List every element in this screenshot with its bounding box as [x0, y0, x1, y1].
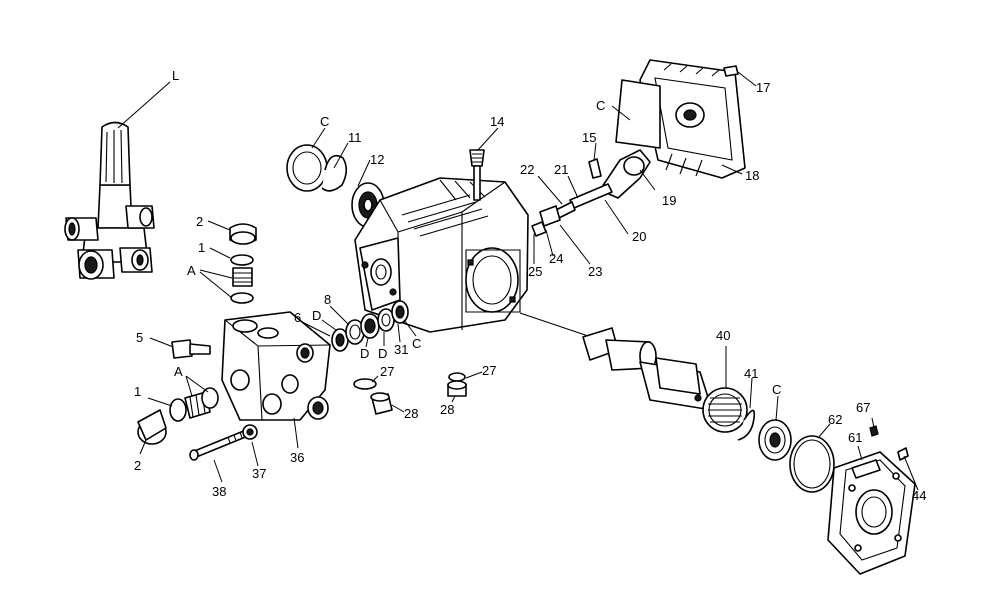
drain-plug	[447, 372, 467, 397]
label-28a: 28	[404, 406, 418, 421]
label-61: 61	[848, 430, 862, 445]
side-plug	[353, 378, 393, 415]
label-d1: D	[312, 308, 321, 323]
manifold-top-fittings	[229, 223, 257, 304]
label-L: L	[172, 68, 179, 83]
mounting-flange	[827, 451, 916, 575]
crankshaft	[519, 312, 713, 411]
main-bearing	[702, 387, 748, 433]
unloader-valve	[64, 121, 155, 280]
label-22: 22	[520, 162, 534, 177]
label-36: 36	[290, 450, 304, 465]
label-25: 25	[528, 264, 542, 279]
manifold-head	[221, 311, 331, 421]
label-c-top: C	[320, 114, 329, 129]
label-21: 21	[554, 162, 568, 177]
seal-kit	[331, 300, 409, 352]
flange-o-ring	[789, 435, 835, 493]
label-19: 19	[662, 193, 676, 208]
connecting-rod	[531, 149, 651, 237]
oil-seal	[758, 419, 792, 461]
label-40: 40	[716, 328, 730, 343]
label-6: 6	[294, 310, 301, 325]
label-15: 15	[582, 130, 596, 145]
label-1-top: 1	[198, 240, 205, 255]
label-a-top: A	[187, 263, 196, 278]
label-67: 67	[856, 400, 870, 415]
label-8: 8	[324, 292, 331, 307]
label-12: 12	[370, 152, 384, 167]
rear-cover	[615, 59, 746, 179]
label-1-low: 1	[134, 384, 141, 399]
label-2-low: 2	[134, 458, 141, 473]
label-2-top: 2	[196, 214, 203, 229]
label-d3: D	[378, 346, 387, 361]
label-c-seal: C	[412, 336, 421, 351]
long-bolt	[189, 424, 258, 461]
label-20: 20	[632, 229, 646, 244]
label-23: 23	[588, 264, 602, 279]
label-37: 37	[252, 466, 266, 481]
label-14: 14	[490, 114, 504, 129]
label-28b: 28	[440, 402, 454, 417]
label-17: 17	[756, 80, 770, 95]
label-a-low: A	[174, 364, 183, 379]
label-62: 62	[828, 412, 842, 427]
label-c-right: C	[772, 382, 781, 397]
label-41: 41	[744, 366, 758, 381]
label-d2: D	[360, 346, 369, 361]
label-27a: 27	[380, 364, 394, 379]
label-18: 18	[745, 168, 759, 183]
label-44: 44	[912, 488, 926, 503]
label-24: 24	[549, 251, 563, 266]
lower-fittings	[137, 387, 219, 445]
label-31: 31	[394, 342, 408, 357]
label-27b: 27	[482, 363, 496, 378]
label-c-cover: C	[596, 98, 605, 113]
label-38: 38	[212, 484, 226, 499]
label-5: 5	[136, 330, 143, 345]
label-11: 11	[348, 130, 362, 145]
crankcase	[354, 149, 529, 333]
